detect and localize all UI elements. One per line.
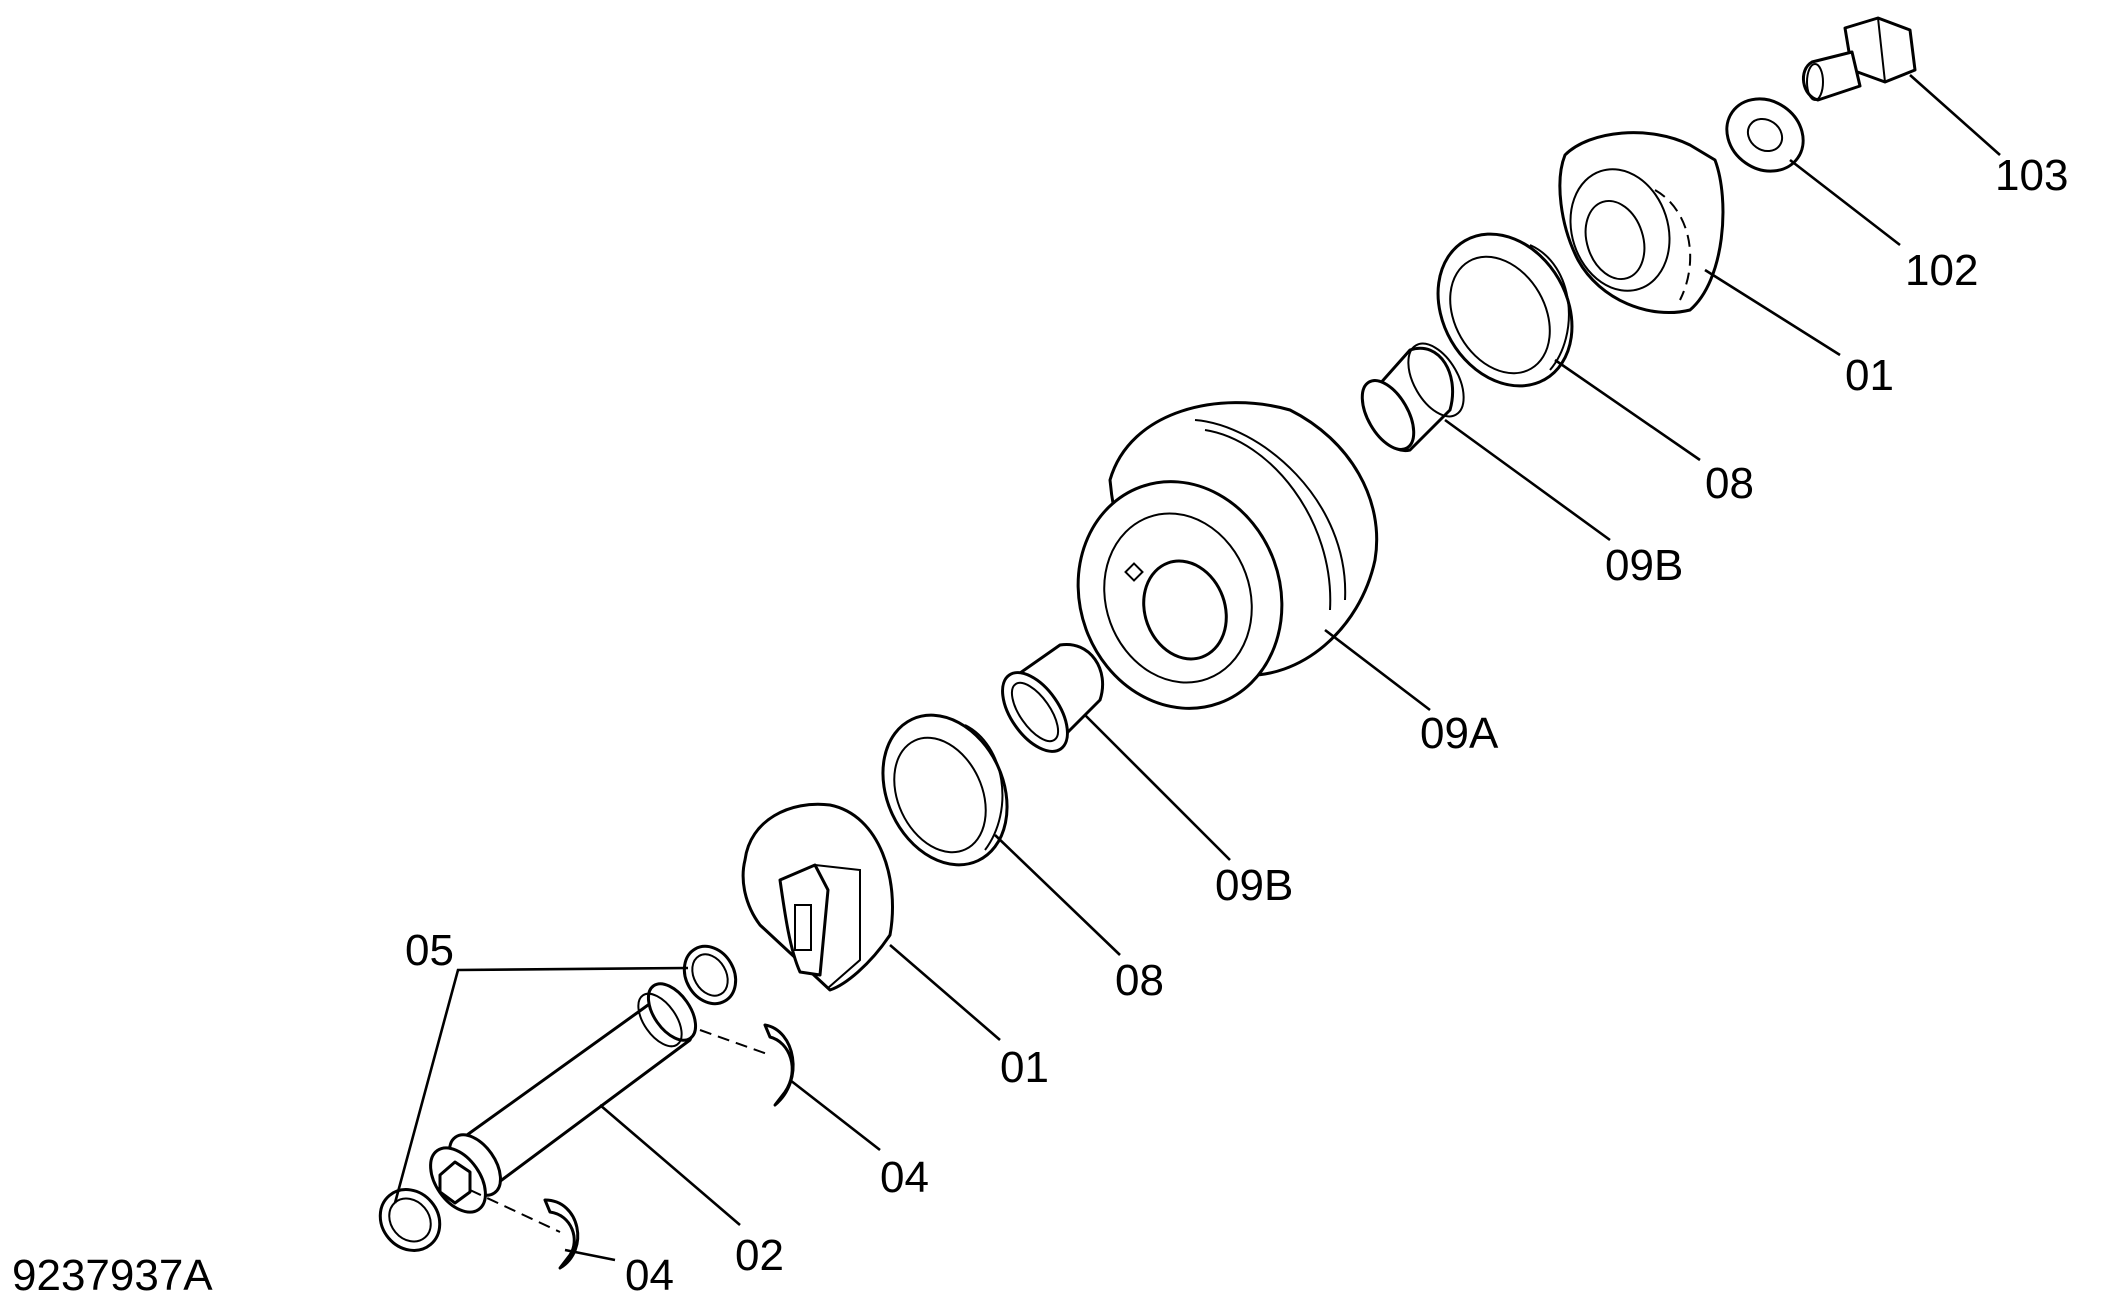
part-bushing-09b-lower[interactable] (990, 643, 1105, 762)
part-washer-102[interactable] (1713, 84, 1818, 186)
callout-04-upper: 04 (880, 1153, 929, 1202)
callout-01-lower: 01 (1000, 1043, 1049, 1092)
callout-05: 05 (405, 926, 454, 975)
callout-09b-upper: 09B (1605, 541, 1683, 590)
part-oring-05-bottom[interactable] (368, 1177, 452, 1262)
callout-04-lower: 04 (625, 1251, 674, 1300)
part-bolt-103[interactable] (1802, 16, 1917, 102)
part-clip-04-upper[interactable] (699, 1023, 795, 1107)
part-collar-01-lower[interactable] (741, 802, 894, 992)
part-seal-08-upper[interactable] (1411, 210, 1598, 411)
drawing-number: 9237937A (12, 1251, 213, 1300)
callout-09b-lower: 09B (1215, 861, 1293, 910)
callout-08-lower: 08 (1115, 956, 1164, 1005)
callout-09a: 09A (1420, 709, 1499, 758)
callout-01-upper: 01 (1845, 351, 1894, 400)
part-clip-04-lower[interactable] (469, 1189, 580, 1270)
part-oring-05-top[interactable] (674, 937, 746, 1013)
part-collar-01-upper[interactable] (1555, 131, 1725, 315)
callout-02: 02 (735, 1231, 784, 1280)
callout-102: 102 (1905, 246, 1978, 295)
part-roller-09a[interactable] (1047, 401, 1379, 738)
leader-lines (393, 74, 2001, 1262)
callout-103: 103 (1995, 151, 2068, 200)
part-bushing-09b-upper[interactable] (1352, 334, 1475, 458)
callout-08-upper: 08 (1705, 459, 1754, 508)
part-shaft-02[interactable] (419, 975, 705, 1222)
part-seal-08-lower[interactable] (859, 695, 1030, 885)
